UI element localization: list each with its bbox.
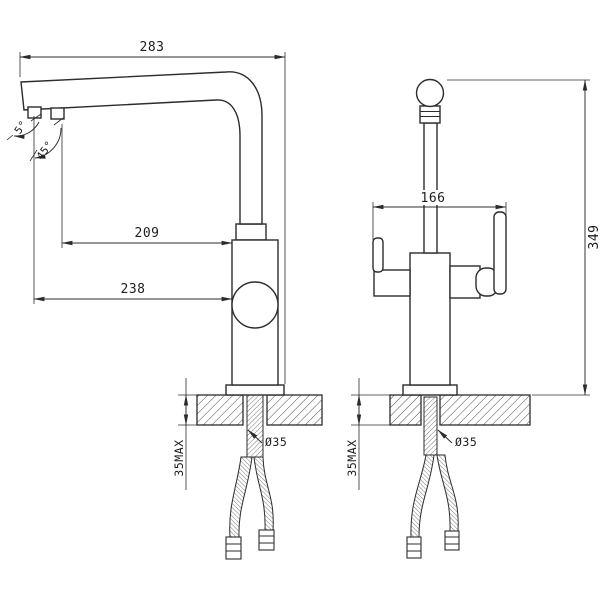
hole-diameter-label: Ø35 [265,435,287,449]
lever-handle [493,211,507,295]
faucet-column [409,252,451,386]
countertop-section [196,394,244,426]
spout-outline [20,71,263,225]
aerator-neck [419,105,441,124]
hose-fitting [258,529,275,551]
dim-166-label: 166 [421,191,446,206]
dimension-reach-lower: 238 [33,116,233,304]
deck-thickness-label: 35MAX [345,439,359,476]
swivel-joint [231,281,279,329]
dim-238-label: 238 [121,282,146,297]
countertop-section [389,394,422,426]
filter-handle [372,237,384,273]
dimension-deck-thickness: 35MAX [172,378,198,490]
dim-209-label: 209 [135,226,160,241]
dimension-hole-diameter: Ø35 [247,429,287,449]
dimension-body-width: 166 [372,190,507,240]
countertop-section [266,394,323,426]
countertop-section [439,394,531,426]
deck-thickness-label: 35MAX [172,439,186,476]
aerator-nozzle [27,106,42,119]
dimension-overall-reach: 283 [19,40,286,384]
mounting-stud [246,394,264,458]
dimension-hole-diameter: Ø35 [437,429,477,449]
dim-349-label: 349 [587,225,600,250]
dimension-reach-upper: 209 [61,124,233,248]
label-backing [412,190,454,205]
aerator-nozzle [50,107,65,120]
filter-arm [373,269,411,297]
base-flange [402,384,458,396]
base-flange [225,384,285,396]
hose-fitting [444,530,460,551]
hose-fitting [225,536,242,560]
dimension-deck-thickness: 35MAX [345,378,391,490]
spout-pipe [423,122,438,254]
hole-diameter-label: Ø35 [455,435,477,449]
hose-fitting [406,536,422,559]
mixer-arm [449,265,481,299]
dim-283-label: 283 [140,40,165,55]
mounting-stud [423,396,438,456]
body-collar [235,223,267,241]
front-view: 166 349 35MAX Ø35 [345,78,600,559]
side-view: 5° 45° 283 209 238 [6,40,323,560]
dimension-overall-height: 349 [447,79,600,396]
spout-knob [415,78,445,108]
